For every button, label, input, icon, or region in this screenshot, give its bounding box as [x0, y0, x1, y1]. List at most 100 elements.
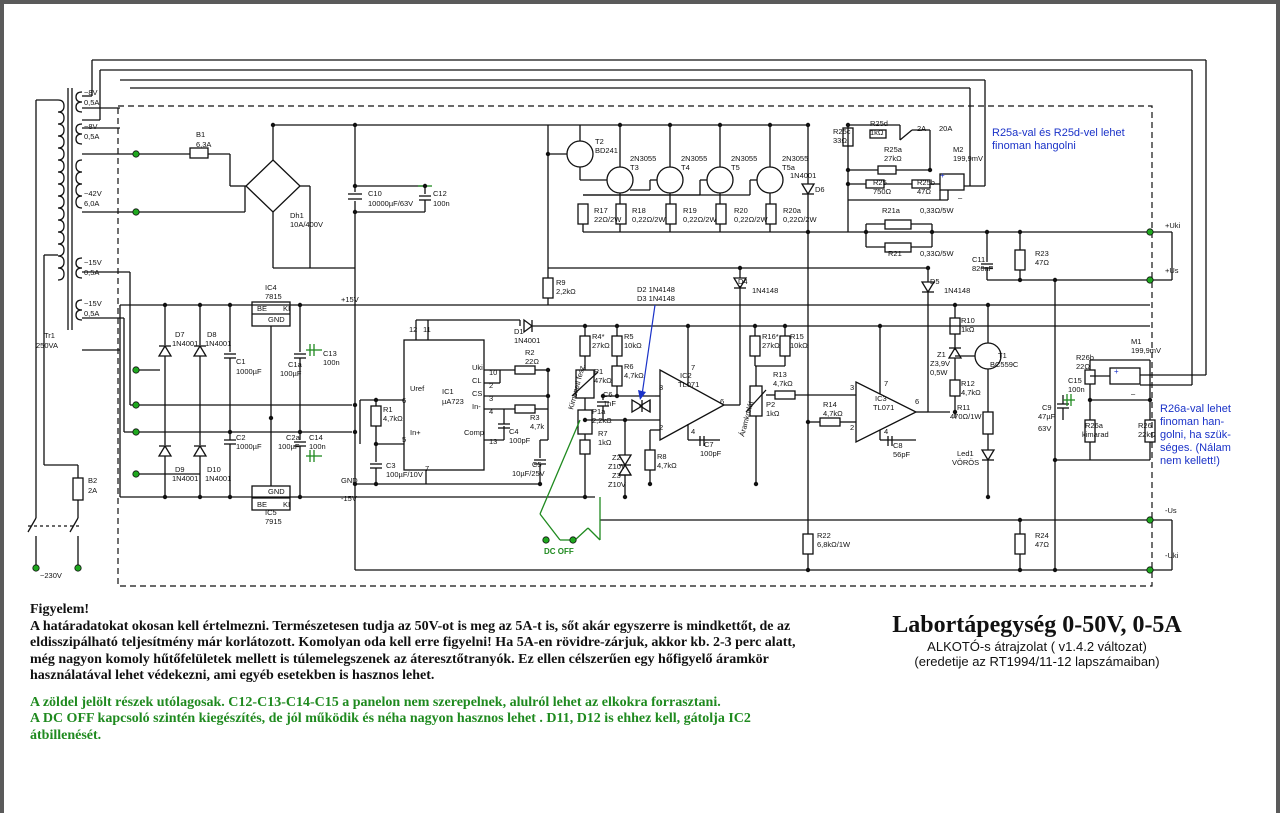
label-D5v: 1N4148 — [944, 286, 970, 295]
label-R7v: 1kΩ — [598, 438, 612, 447]
label-T3: T3 — [630, 163, 639, 172]
junction-dot — [545, 393, 551, 399]
schematic-title: Labortápegység 0-50V, 0-5A — [892, 612, 1182, 638]
label-ic2p6: 6 — [720, 397, 724, 406]
label-D4v: 1N4148 — [752, 286, 778, 295]
label-Led1v: VÖRÖS — [952, 458, 979, 467]
label-R25: R25 — [873, 178, 887, 187]
label-R8: R8 — [657, 452, 667, 461]
label-pin6: 6 — [402, 396, 406, 405]
terminal-point — [542, 536, 550, 544]
label-C2a: C2a — [286, 433, 301, 442]
junction-dot — [985, 494, 991, 500]
label-pin2: 2 — [489, 381, 493, 390]
label-T3v: 2N3055 — [630, 154, 656, 163]
winding-3-voltage: ~42V — [84, 189, 102, 198]
junction-dot — [737, 265, 743, 271]
junction-dot — [197, 494, 203, 500]
mains-voltage: ~230V — [40, 571, 62, 580]
label-GND4: GND — [268, 315, 285, 324]
label-R21av: 0,33Ω/5W — [920, 206, 954, 215]
wires — [27, 59, 1207, 571]
label-C14v: 100n — [309, 442, 326, 451]
warning-body: A határadatokat okosan kell értelmezni. … — [30, 618, 796, 684]
label-R19: R19 — [683, 206, 697, 215]
label-sw20A: 20A — [939, 124, 952, 133]
winding-1-voltage: ~8V — [84, 88, 98, 97]
label-C13: C13 — [323, 349, 337, 358]
terminal-point — [569, 536, 577, 544]
label-R1: R1 — [383, 405, 393, 414]
winding-2-voltage: ~8V — [84, 122, 98, 131]
label-R3: R3 — [530, 413, 540, 422]
junction-dot — [614, 393, 620, 399]
dc-off-switch-label: DC OFF — [544, 547, 574, 556]
label-IC4: IC4 — [265, 283, 277, 292]
terminal-point — [132, 208, 140, 216]
label-C12: C12 — [433, 189, 447, 198]
warning-title: Figyelem! — [30, 602, 90, 617]
label-R6: R6 — [624, 362, 634, 371]
label-pin3: 3 — [489, 394, 493, 403]
label-T2v: BD241 — [595, 146, 618, 155]
label-CL: CL — [472, 376, 482, 385]
junction-dot — [582, 323, 588, 329]
label-C6v: 1nF — [603, 399, 616, 408]
label-C9w: 63V — [1038, 424, 1051, 433]
junction-dot — [753, 481, 759, 487]
label-C2av: 100µF — [278, 442, 300, 451]
label-C11v: 820nF — [972, 264, 994, 273]
label-R12: R12 — [961, 379, 975, 388]
label-P1av: 2,2kΩ — [592, 416, 612, 425]
label-R4: R4* — [592, 332, 605, 341]
title-subline-2: (eredetije az RT1994/11-12 lapszámaiban) — [914, 654, 1160, 669]
label-Z3v: Z10V — [608, 480, 626, 489]
label-T5a: T5a — [782, 163, 796, 172]
winding-1-current: 0,5A — [84, 98, 99, 107]
r26-note-line-5: nem kellett!) — [1160, 455, 1220, 467]
junction-dot — [622, 417, 628, 423]
label-C15: C15 — [1068, 376, 1082, 385]
junction-dot — [537, 481, 543, 487]
winding-4-current: 0,5A — [84, 268, 99, 277]
label-KI5: KI — [283, 500, 290, 509]
label-Uref: Uref — [410, 384, 425, 393]
terminal-point — [1146, 276, 1154, 284]
label-Uki_pin: Uki — [472, 363, 483, 372]
transformer-designator: Tr1 — [44, 331, 55, 340]
label-R25d: R25d — [870, 119, 888, 128]
label-T5av: 2N3055 — [782, 154, 808, 163]
label-GND5: GND — [268, 487, 285, 496]
label-ic3p4: 4 — [884, 427, 888, 436]
title-subline-1: ALKOTÓ-s átrajzolat ( v1.4.2 változat) — [927, 639, 1147, 654]
addon-parts — [306, 185, 1075, 541]
junction-dot — [952, 302, 958, 308]
label-mUs: -Us — [1165, 506, 1177, 515]
label-C13v: 100n — [323, 358, 340, 367]
label-D6: D6 — [815, 185, 825, 194]
label-sw2A: 2A — [917, 124, 926, 133]
label-R15v: 10kΩ — [790, 341, 808, 350]
junction-dot — [805, 122, 811, 128]
junction-dot — [984, 229, 990, 235]
label-R25b: R25b — [917, 178, 935, 187]
label-R5v: 10kΩ — [624, 341, 642, 350]
junction-dot — [1052, 277, 1058, 283]
junction-dot — [1017, 567, 1023, 573]
green-note-1: A zöldel jelölt részek utólagosak. C12-C… — [30, 694, 721, 710]
label-D5: D5 — [930, 277, 940, 286]
label-T1v: BC559C — [990, 360, 1019, 369]
label-C14: C14 — [309, 433, 323, 442]
label-C5v: 10µF/25V — [512, 469, 545, 478]
label-ic2p3: 3 — [659, 383, 663, 392]
label-bl1: + — [1114, 367, 1119, 376]
label-Dh1v: 10A/400V — [290, 220, 323, 229]
junction-dot — [617, 122, 623, 128]
label-R18v: 0,22Ω/2W — [632, 215, 666, 224]
junction-dot — [782, 323, 788, 329]
label-P1a: P1a — [592, 407, 606, 416]
junction-dot — [227, 494, 233, 500]
label-kimfesz: Kimeneti fesz. — [566, 363, 587, 411]
terminal-point — [74, 564, 82, 572]
label-R5: R5 — [624, 332, 634, 341]
